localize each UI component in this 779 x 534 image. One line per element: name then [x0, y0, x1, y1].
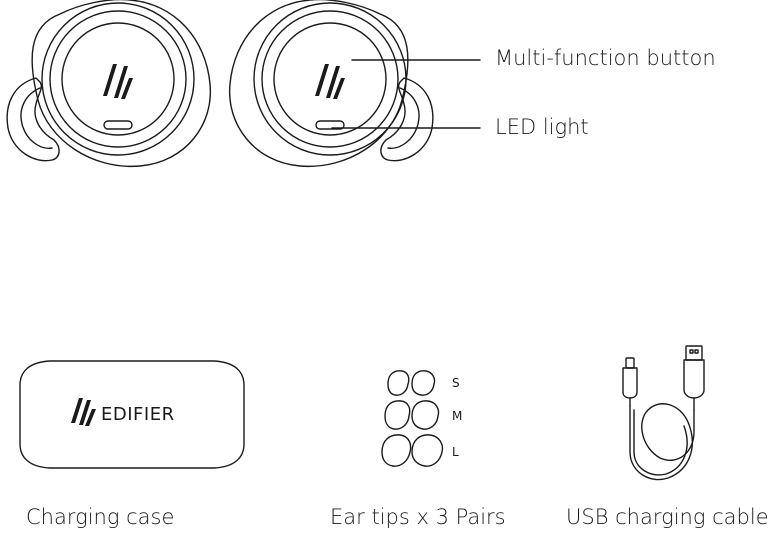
- ear-tips-icon: [381, 370, 444, 467]
- edifier-logo-icon: [103, 64, 133, 99]
- edifier-logo-icon: [71, 398, 96, 426]
- ear-tips-caption: Ear tips x 3 Pairs: [330, 505, 506, 529]
- led-light-label: LED light: [495, 115, 589, 139]
- case-brand-text: EDIFIER: [101, 404, 175, 425]
- multi-function-button-label: Multi-function button: [495, 46, 716, 70]
- ear-tip-size-s: S: [452, 376, 460, 390]
- earbud-left-icon: [6, 0, 212, 168]
- ear-tip-icon: [384, 400, 440, 430]
- usb-cable-caption: USB charging cable: [566, 505, 769, 529]
- charging-case-caption: Charging case: [26, 505, 175, 529]
- ear-tip-icon: [387, 370, 436, 396]
- ear-tip-size-m: M: [452, 409, 463, 423]
- ear-tip-size-l: L: [452, 445, 459, 459]
- ear-tip-icon: [381, 434, 444, 467]
- earbud-right-icon: [228, 0, 434, 168]
- usb-cable-icon: [622, 345, 705, 481]
- charging-case-icon: [19, 360, 245, 469]
